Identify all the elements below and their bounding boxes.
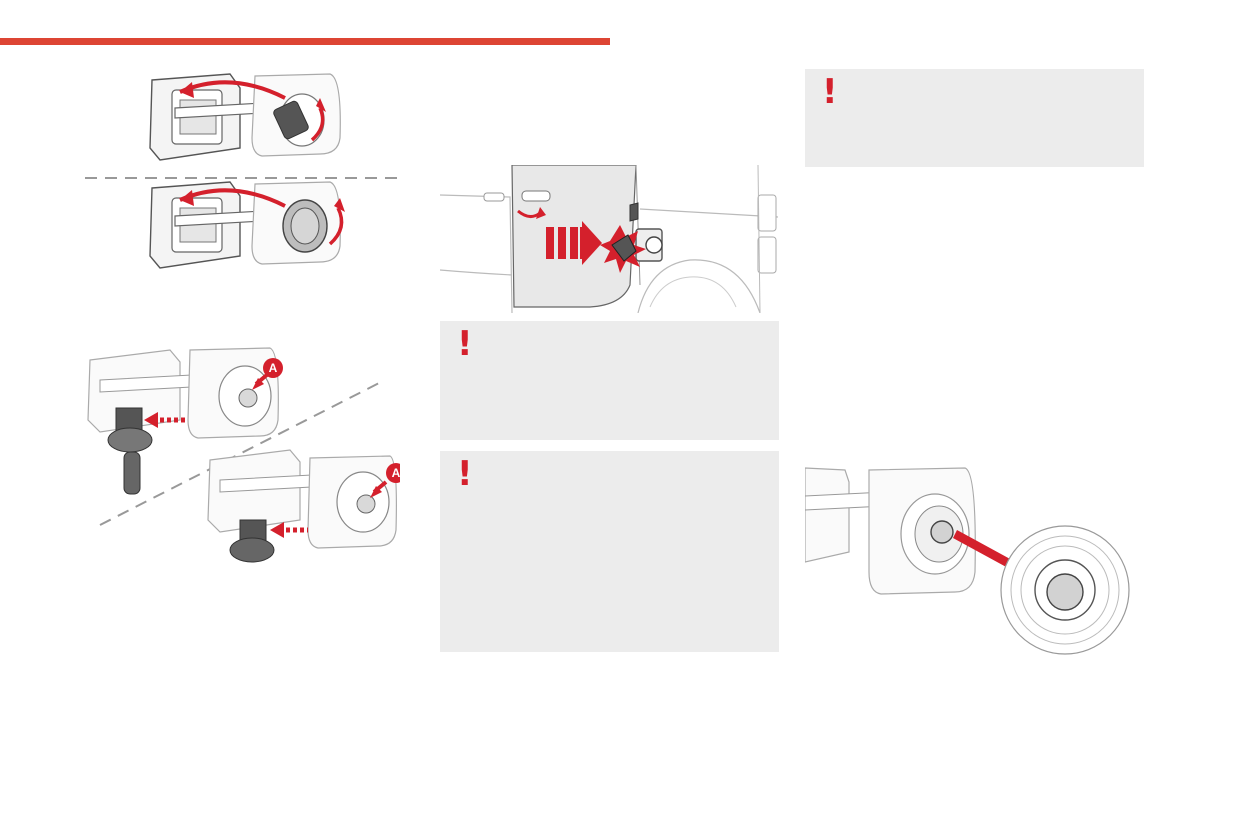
variant-divider-line xyxy=(99,379,386,526)
cap-variant-lower: A xyxy=(207,449,400,563)
fuel-flap-open-illustration xyxy=(85,73,405,269)
warning-box-middle-2: ! xyxy=(440,451,779,652)
warning-exclamation-icon: ! xyxy=(457,454,473,494)
fuel-cap-removal-illustration: A A xyxy=(87,347,400,563)
warning-box-middle-1: ! xyxy=(440,321,779,440)
sliding-door-flap-illustration xyxy=(440,165,778,313)
warning-exclamation-icon: ! xyxy=(822,72,838,112)
cap-variant-upper: A xyxy=(87,347,283,495)
flap-variant-upper xyxy=(149,73,341,161)
callout-label-a: A xyxy=(392,466,400,480)
warning-exclamation-icon: ! xyxy=(457,324,473,364)
header-accent-bar xyxy=(0,38,610,45)
callout-label-a: A xyxy=(269,361,278,375)
warning-box-top-right: ! xyxy=(805,69,1144,167)
filler-neck-detail-illustration xyxy=(805,467,1130,655)
flap-variant-lower xyxy=(149,181,345,269)
